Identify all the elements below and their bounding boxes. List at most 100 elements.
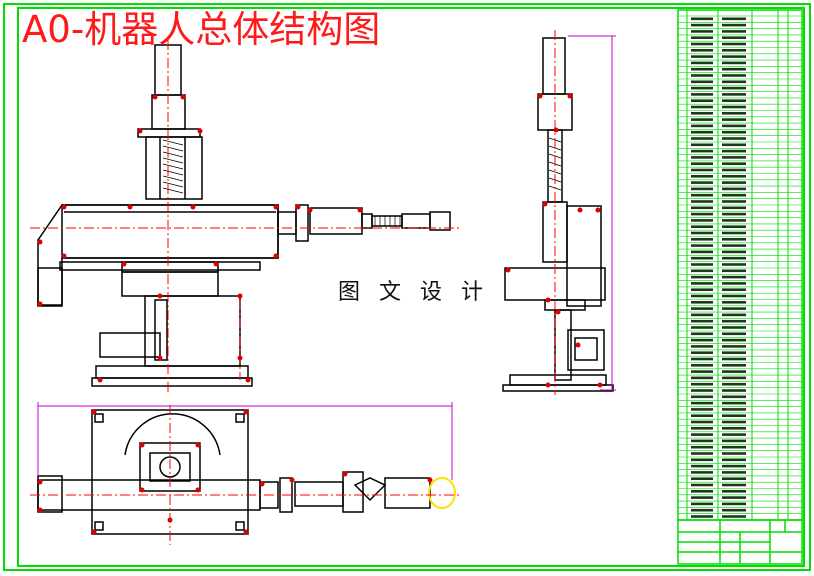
table-cell-text [691, 439, 713, 443]
table-cell-text [722, 36, 746, 39]
table-cell-text [722, 219, 746, 222]
table-cell-text [691, 490, 713, 493]
table-cell-text [691, 231, 713, 235]
table-cell-text [691, 389, 713, 392]
table-cell-text [691, 181, 713, 184]
table-cell-text [722, 382, 746, 386]
table-cell-text [691, 212, 713, 216]
table-cell-text [722, 338, 746, 342]
table-cell-text [691, 496, 713, 499]
table-cell-text [722, 294, 746, 298]
table-cell-text [691, 143, 713, 147]
table-cell-text [722, 282, 746, 285]
table-cell-text [691, 313, 713, 317]
inner-border [17, 7, 805, 567]
table-cell-text [722, 61, 746, 65]
table-cell-text [691, 168, 713, 172]
table-cell-text [691, 124, 713, 128]
table-cell-text [691, 420, 713, 424]
table-cell-text [691, 74, 713, 77]
table-cell-text [691, 244, 713, 247]
table-cell-text [722, 275, 746, 279]
table-cell-text [691, 225, 713, 228]
table-cell-text [722, 86, 746, 90]
table-cell-text [691, 445, 713, 449]
table-cell-text [691, 301, 713, 304]
table-cell-text [691, 67, 713, 71]
table-cell-text [722, 496, 746, 499]
table-cell-text [722, 137, 746, 140]
table-cell-text [691, 250, 713, 254]
table-cell-text [722, 124, 746, 128]
table-cell-text [691, 408, 713, 411]
table-cell-text [691, 42, 713, 46]
table-cell-text [722, 162, 746, 165]
table-cell-text [691, 99, 713, 102]
table-cell-text [691, 61, 713, 65]
drawing-title: A0-机器人总体结构图 [22, 8, 381, 51]
table-cell-text [722, 269, 746, 273]
table-cell-text [691, 288, 713, 291]
table-cell-text [722, 389, 746, 392]
parts-list-table [677, 9, 803, 521]
table-cell-text [722, 370, 746, 373]
table-cell-text [722, 49, 746, 52]
table-cell-text [722, 200, 746, 203]
table-cell-text [691, 376, 713, 380]
table-cell-text [722, 427, 746, 430]
table-cell-text [691, 200, 713, 203]
table-cell-text [691, 187, 713, 191]
table-cell-text [691, 105, 713, 109]
table-cell-text [722, 187, 746, 191]
table-cell-text [722, 168, 746, 172]
table-cell-text [691, 118, 713, 121]
table-cell-text [722, 319, 746, 323]
table-cell-text [722, 112, 746, 115]
table-cell-text [691, 338, 713, 342]
table-cell-text [691, 282, 713, 285]
table-cell-text [722, 458, 746, 462]
table-cell-text [691, 156, 713, 159]
dimension-lines [37, 35, 616, 480]
table-cell-text [722, 244, 746, 247]
table-cell-text [691, 395, 713, 399]
table-cell-text [691, 351, 713, 354]
table-cell-text [691, 364, 713, 367]
table-cell-text [722, 193, 746, 197]
table-cell-text [691, 401, 713, 405]
table-cell-text [691, 30, 713, 33]
table-cell-text [722, 414, 746, 417]
table-cell-text [691, 319, 713, 323]
table-cell-text [722, 395, 746, 399]
top-view [37, 409, 456, 535]
front-view [37, 44, 451, 387]
table-cell-text [722, 515, 746, 518]
table-cell-text [722, 345, 746, 348]
table-cell-text [722, 502, 746, 506]
table-cell-text [722, 206, 746, 210]
table-cell-text [722, 301, 746, 304]
table-cell-text [691, 458, 713, 462]
table-cell-text [722, 80, 746, 84]
table-cell-text [691, 427, 713, 430]
table-cell-text [691, 452, 713, 455]
table-cell-text [691, 414, 713, 417]
table-cell-text [691, 326, 713, 329]
table-cell-text [722, 326, 746, 329]
table-cell-text [691, 515, 713, 518]
table-cell-text [691, 23, 713, 27]
table-cell-text [691, 256, 713, 260]
table-cell-text [691, 275, 713, 279]
title-block [677, 519, 803, 565]
table-cell-text [722, 288, 746, 291]
table-cell-text [722, 332, 746, 336]
table-cell-text [691, 345, 713, 348]
table-cell-text [722, 118, 746, 121]
table-cell-text [722, 439, 746, 443]
table-cell-text [691, 55, 713, 58]
table-cell-text [691, 86, 713, 90]
table-cell-text [722, 445, 746, 449]
table-cell-text [722, 156, 746, 159]
